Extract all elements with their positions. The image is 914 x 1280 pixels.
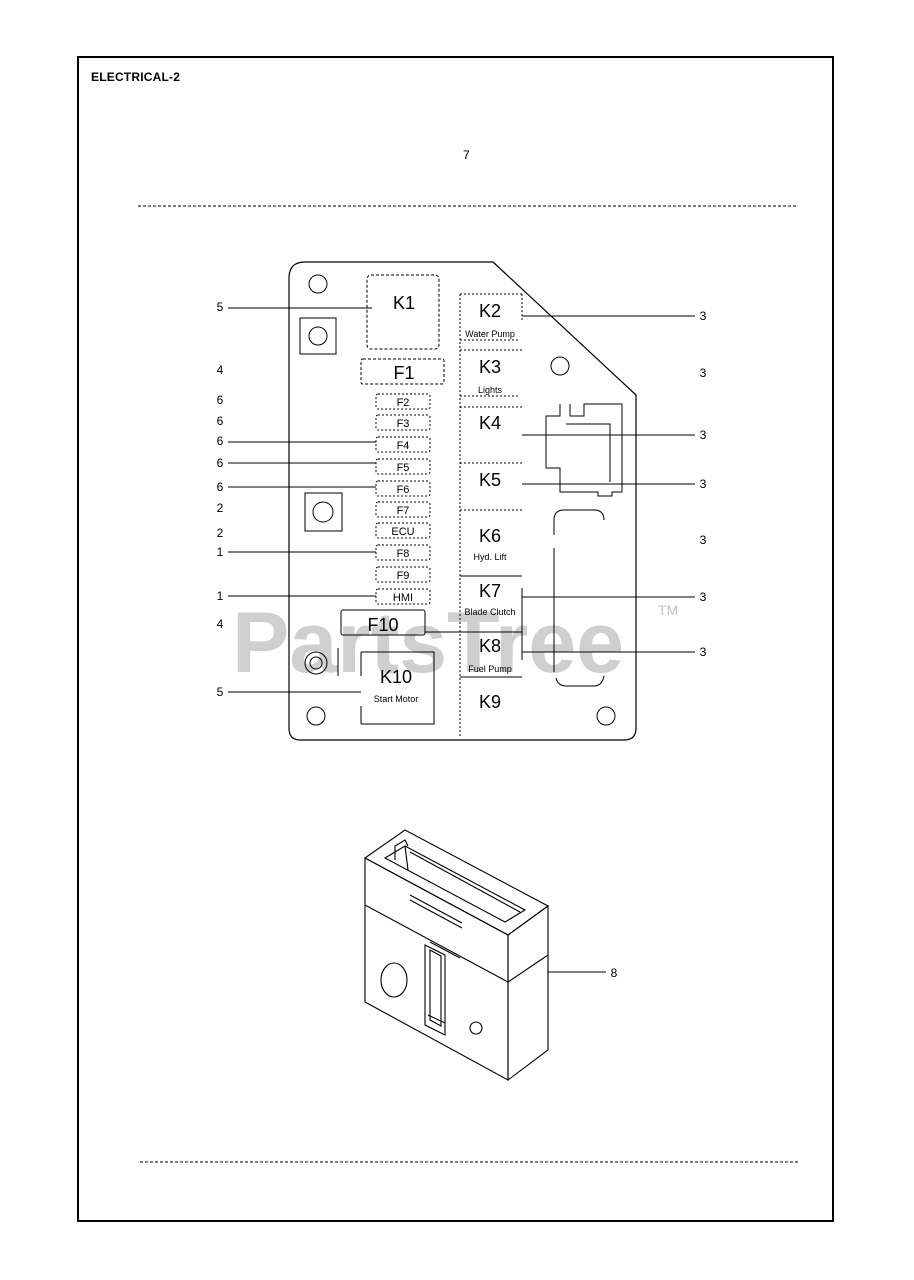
callout-right-1: 3 — [700, 309, 707, 323]
callout-8: 8 — [611, 966, 618, 980]
fuse-f2-label: F2 — [397, 397, 410, 409]
relay-k8-function: Fuel Pump — [468, 664, 512, 674]
watermark-text: PartsTree — [232, 595, 624, 691]
fuse-f5-label: F5 — [397, 462, 410, 474]
leader-lines-left — [228, 307, 376, 693]
fuse-hmi-label: HMI — [393, 592, 413, 604]
callout-right-2: 3 — [700, 366, 707, 380]
callout-right-3: 3 — [700, 428, 707, 442]
relay-k2-function: Water Pump — [465, 329, 515, 339]
square-boss — [304, 492, 343, 532]
fuse-f9 — [375, 566, 431, 583]
fuse-f1-label: F1 — [393, 363, 414, 383]
fuse-f7-label: F7 — [397, 505, 410, 517]
relay-k3-function: Lights — [478, 385, 503, 395]
callout-7: 7 — [463, 148, 470, 162]
leader-lines-right — [425, 315, 695, 653]
fuse-ecu-label: ECU — [391, 526, 414, 538]
square-boss — [299, 317, 337, 355]
relay-k7-function: Blade Clutch — [464, 607, 515, 617]
callout-left-6: 6 — [217, 456, 224, 470]
relay-k1 — [366, 274, 440, 350]
relay-k6-label: K6 — [479, 526, 501, 546]
connector-outline — [555, 675, 605, 687]
callout-left-5: 6 — [217, 434, 224, 448]
mounting-hole — [309, 656, 323, 670]
fuse-f1 — [360, 358, 445, 385]
mounting-hole — [596, 706, 616, 726]
relay-k3-label: K3 — [479, 357, 501, 377]
relay-k10 — [361, 651, 435, 725]
connector-outline — [566, 423, 611, 482]
watermark-tm: TM — [658, 602, 678, 618]
callout-left-1: 5 — [217, 300, 224, 314]
callout-left-4: 6 — [217, 414, 224, 428]
fuse-f10 — [340, 609, 426, 636]
relay-k7-label: K7 — [479, 581, 501, 601]
fuse-f7 — [375, 501, 431, 518]
mounting-hole — [308, 274, 328, 294]
mounting-hole — [304, 651, 328, 675]
fuse-f8-label: F8 — [397, 548, 410, 560]
callout-right-6: 3 — [700, 590, 707, 604]
relay-k10-label: K10 — [380, 667, 412, 687]
page-frame — [77, 56, 834, 1222]
callout-left-8: 2 — [217, 501, 224, 515]
callout-left-2: 4 — [217, 363, 224, 377]
callout-right-4: 3 — [700, 477, 707, 491]
relay-k4-label: K4 — [479, 413, 501, 433]
mounting-hole — [306, 706, 326, 726]
callout-left-10: 1 — [217, 545, 224, 559]
fuse-f10-label: F10 — [367, 615, 398, 635]
mounting-hole — [550, 356, 570, 376]
relay-k5-label: K5 — [479, 470, 501, 490]
callout-left-12: 4 — [217, 617, 224, 631]
relay-k8-label: K8 — [479, 636, 501, 656]
fuse-f3-label: F3 — [397, 418, 410, 430]
fuse-f9-label: F9 — [397, 570, 410, 582]
relay-k2-label: K2 — [479, 301, 501, 321]
fuse-box-housing — [363, 829, 550, 1082]
relay-k10-function: Start Motor — [374, 694, 419, 704]
fuse-f4-label: F4 — [397, 440, 410, 452]
fuse-f5 — [375, 458, 431, 475]
fuse-f6 — [375, 480, 431, 497]
fuse-f4 — [375, 436, 431, 453]
fuse-f2 — [375, 393, 431, 410]
callout-left-9: 2 — [217, 526, 224, 540]
connector-outline — [553, 509, 605, 521]
callout-left-3: 6 — [217, 393, 224, 407]
callout-right-7: 3 — [700, 645, 707, 659]
board-outline — [288, 261, 637, 741]
mounting-hole — [312, 501, 334, 523]
callout-right-5: 3 — [700, 533, 707, 547]
mounting-hole — [308, 326, 328, 346]
relay-k9-label: K9 — [479, 692, 501, 712]
callout-left-7: 6 — [217, 480, 224, 494]
callout-left-11: 1 — [217, 589, 224, 603]
relay-k1-label: K1 — [393, 293, 415, 313]
page-title: ELECTRICAL-2 — [91, 70, 181, 84]
connector-outline — [545, 403, 623, 497]
fuse-f6-label: F6 — [397, 484, 410, 496]
fuse-ecu — [375, 522, 431, 539]
relay-k6-function: Hyd. Lift — [473, 552, 507, 562]
callout-left-13: 5 — [217, 685, 224, 699]
fuse-f3 — [375, 414, 431, 431]
